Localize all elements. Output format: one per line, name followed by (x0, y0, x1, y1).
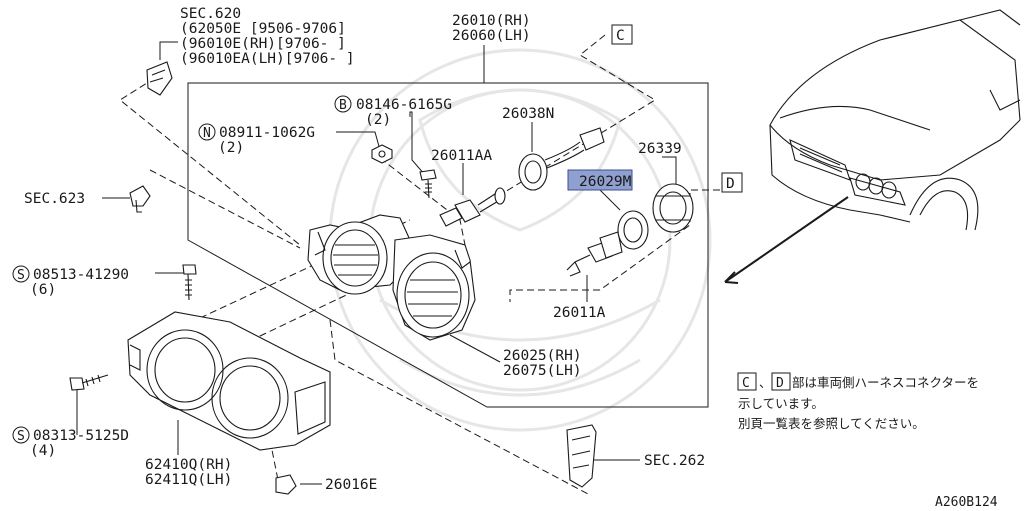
part-26010-label: 26010(RH) (452, 13, 531, 29)
screw1-prefix-letter: S (17, 268, 25, 283)
clip-sec623-part (129, 185, 151, 213)
note-box-d-letter: D (776, 376, 784, 391)
socket-26038n-part (518, 127, 605, 191)
sec620-line1: (62050E [9506-9706] (180, 21, 346, 37)
sec620-title: SEC.620 (180, 6, 241, 22)
part-62411q-label: 62411Q(LH) (145, 472, 232, 488)
bolt-b-part (419, 169, 437, 199)
screw-08513-part (182, 264, 197, 301)
connector-note: C 、 D 部は車両側ハーネスコネクターを 示しています。 別頁一覧表を参照して… (737, 372, 979, 431)
screw2-number-label: 08313-5125D (33, 428, 129, 444)
part-26025-label: 26025(RH) (503, 348, 582, 364)
assembly-frame (187, 82, 709, 408)
bulb-26011a-part (566, 231, 623, 277)
screw-08313-part (69, 374, 109, 391)
part-26038n-label: 26038N (502, 106, 554, 122)
screw2-prefix-letter: S (17, 429, 25, 444)
part-26016e-label: 26016E (325, 477, 377, 493)
sec623-label: SEC.623 (24, 191, 85, 207)
bezel-62410q-part (127, 311, 331, 451)
screw2-qty-label: (4) (30, 443, 56, 459)
part-26029m-highlight (567, 169, 633, 191)
part-26029m-label: 26029M (579, 174, 632, 190)
bolt-qty-label: (2) (365, 112, 391, 128)
bolt-number-label: 08146-6165G (356, 97, 452, 113)
note-box-c-letter: C (742, 376, 750, 391)
ref-label-d: D (726, 176, 735, 192)
note-separator: 、 (759, 375, 772, 390)
part-26075-label: 26075(LH) (503, 363, 582, 379)
retaining-ring-26339-part (652, 183, 694, 233)
screw1-qty-label: (6) (30, 282, 56, 298)
leader-lines (76, 41, 849, 485)
ref-label-c: C (616, 28, 625, 44)
ref-box-c-top: C (611, 24, 633, 45)
ref-box-d-right: D (721, 172, 743, 193)
bolt-prefix-circle: B (334, 95, 352, 113)
screw1-prefix-circle: S (12, 265, 30, 283)
part-62410q-label: 62410Q(RH) (145, 457, 232, 473)
note-line1: 部は車両側ハーネスコネクターを (792, 375, 979, 390)
car-front-illustration (769, 9, 1021, 231)
nut-prefix-circle: N (198, 123, 216, 141)
nut-prefix-letter: N (203, 126, 211, 141)
nut-number-label: 08911-1062G (219, 125, 315, 141)
socket-ring-26029m-part (617, 210, 649, 250)
note-line2: 示しています。 (738, 396, 824, 411)
nut-part (371, 144, 393, 164)
part-26011aa-label: 26011AA (431, 148, 492, 164)
bolt-prefix-letter: B (339, 98, 347, 113)
diagram-code: A260B124 (935, 495, 998, 510)
part-26060-label: 26060(LH) (452, 28, 531, 44)
lamp-housing-part (307, 214, 476, 341)
clip-26016e-part (275, 474, 297, 495)
sec620-line2: (96010E(RH)[9706- ] (180, 36, 346, 52)
note-line3: 別頁一覧表を参照してください。 (738, 416, 925, 431)
side-marker-sec262-part (566, 424, 597, 488)
part-26011a-label: 26011A (553, 305, 606, 321)
connector-sec620-part (146, 61, 173, 96)
nut-qty-label: (2) (218, 140, 244, 156)
bulb-26011aa-part (439, 187, 506, 227)
sec620-line3: (96010EA(LH)[9706- ] (180, 51, 355, 67)
screw1-number-label: 08513-41290 (33, 267, 129, 283)
screw2-prefix-circle: S (12, 426, 30, 444)
sec262-label: SEC.262 (644, 453, 705, 469)
part-26339-label: 26339 (638, 141, 682, 157)
